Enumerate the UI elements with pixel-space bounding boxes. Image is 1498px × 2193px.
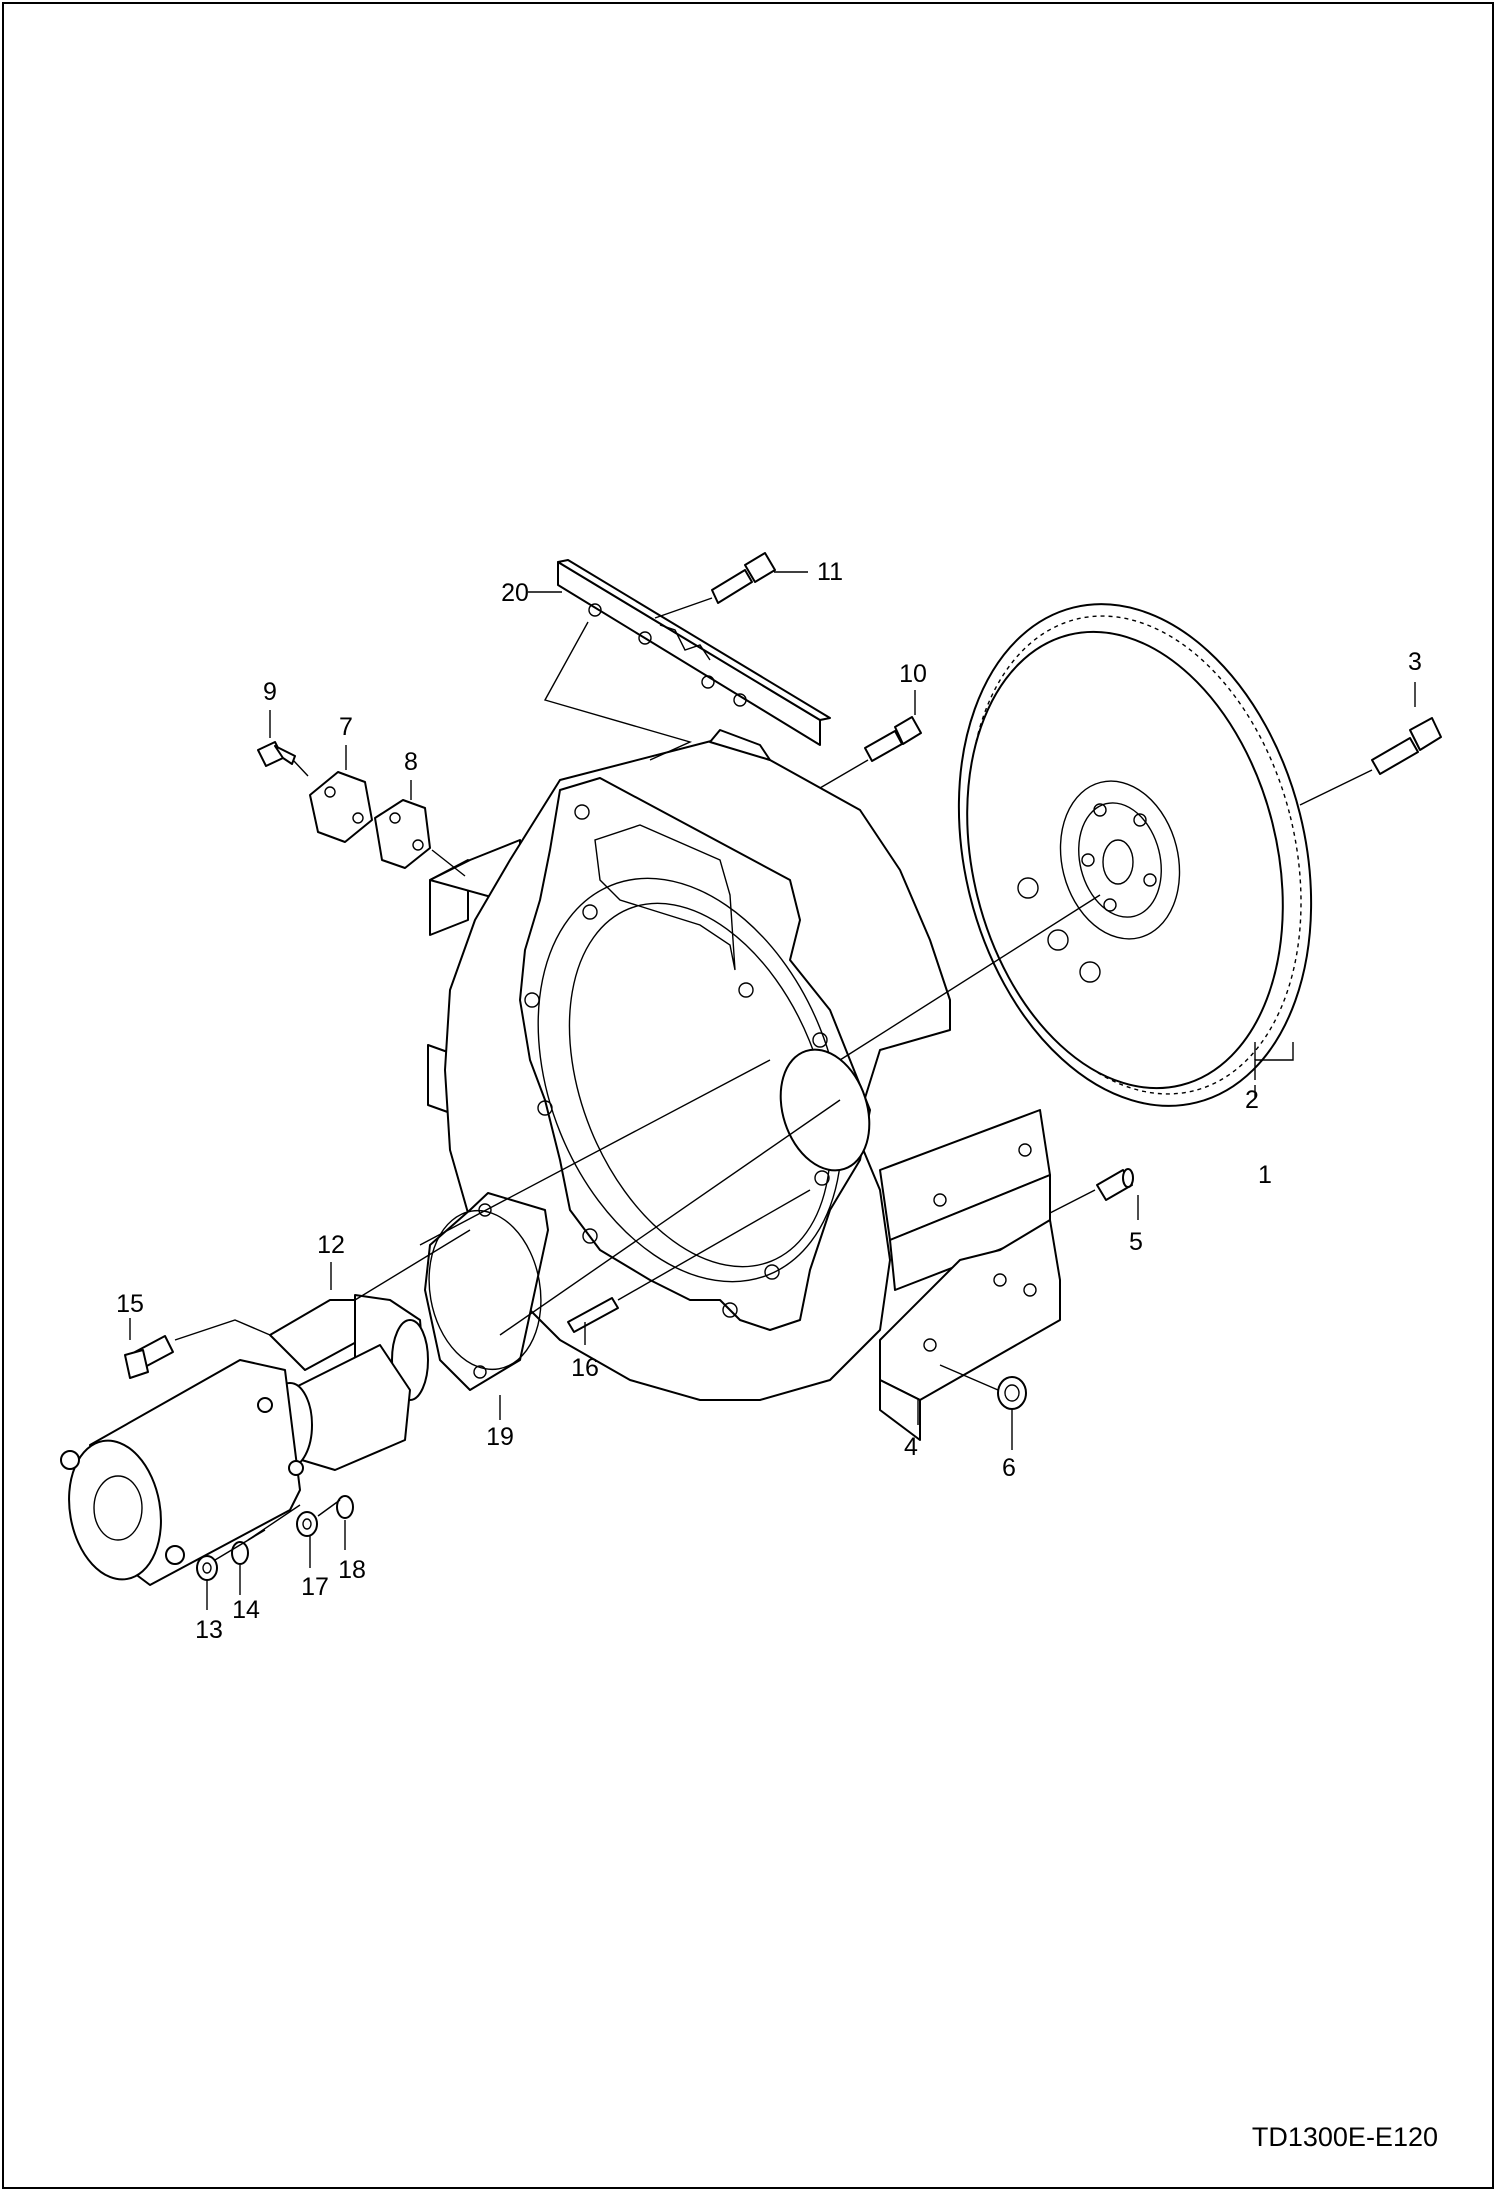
callout-9: 9 <box>263 678 277 706</box>
callout-6: 6 <box>1002 1454 1016 1482</box>
flywheel-housing <box>427 729 1061 1441</box>
dowel-5 <box>1096 1168 1134 1201</box>
callout-20: 20 <box>501 579 529 607</box>
cover-plates <box>309 771 431 869</box>
flywheel <box>957 603 1313 1107</box>
drawing-id-label: TD1300E-E120 <box>1251 2122 1438 2152</box>
callout-16: 16 <box>571 1354 599 1382</box>
callout-13: 13 <box>195 1616 223 1644</box>
assembly-lines <box>174 597 1373 1561</box>
leader-lines <box>129 571 1416 1610</box>
plate-part <box>557 559 831 746</box>
callout-1: 1 <box>1258 1161 1272 1189</box>
callout-4: 4 <box>904 1433 918 1461</box>
bolt-15 <box>124 1335 174 1379</box>
callout-2: 2 <box>1245 1086 1259 1114</box>
callout-12: 12 <box>317 1231 345 1259</box>
gasket-19 <box>424 1192 549 1391</box>
bolt-3 <box>1371 717 1442 775</box>
callout-labels: 1 2 3 4 5 6 7 8 9 10 11 12 13 14 15 16 1… <box>116 558 1422 1644</box>
callout-3: 3 <box>1408 648 1422 676</box>
callout-11: 11 <box>817 558 843 586</box>
callout-5: 5 <box>1129 1228 1143 1256</box>
stud-16 <box>567 1297 619 1333</box>
callout-19: 19 <box>486 1423 514 1451</box>
callout-15: 15 <box>116 1290 144 1318</box>
callout-8: 8 <box>404 748 418 776</box>
callout-17: 17 <box>301 1573 329 1601</box>
callout-10: 10 <box>899 660 927 688</box>
bolt-10 <box>864 716 922 762</box>
callout-7: 7 <box>339 713 353 741</box>
bolt-9 <box>257 741 296 767</box>
plug-6 <box>997 1376 1027 1410</box>
callout-18: 18 <box>338 1556 366 1584</box>
starter-motor <box>60 1294 429 1586</box>
bolt-11 <box>711 552 776 604</box>
callout-14: 14 <box>232 1596 260 1624</box>
